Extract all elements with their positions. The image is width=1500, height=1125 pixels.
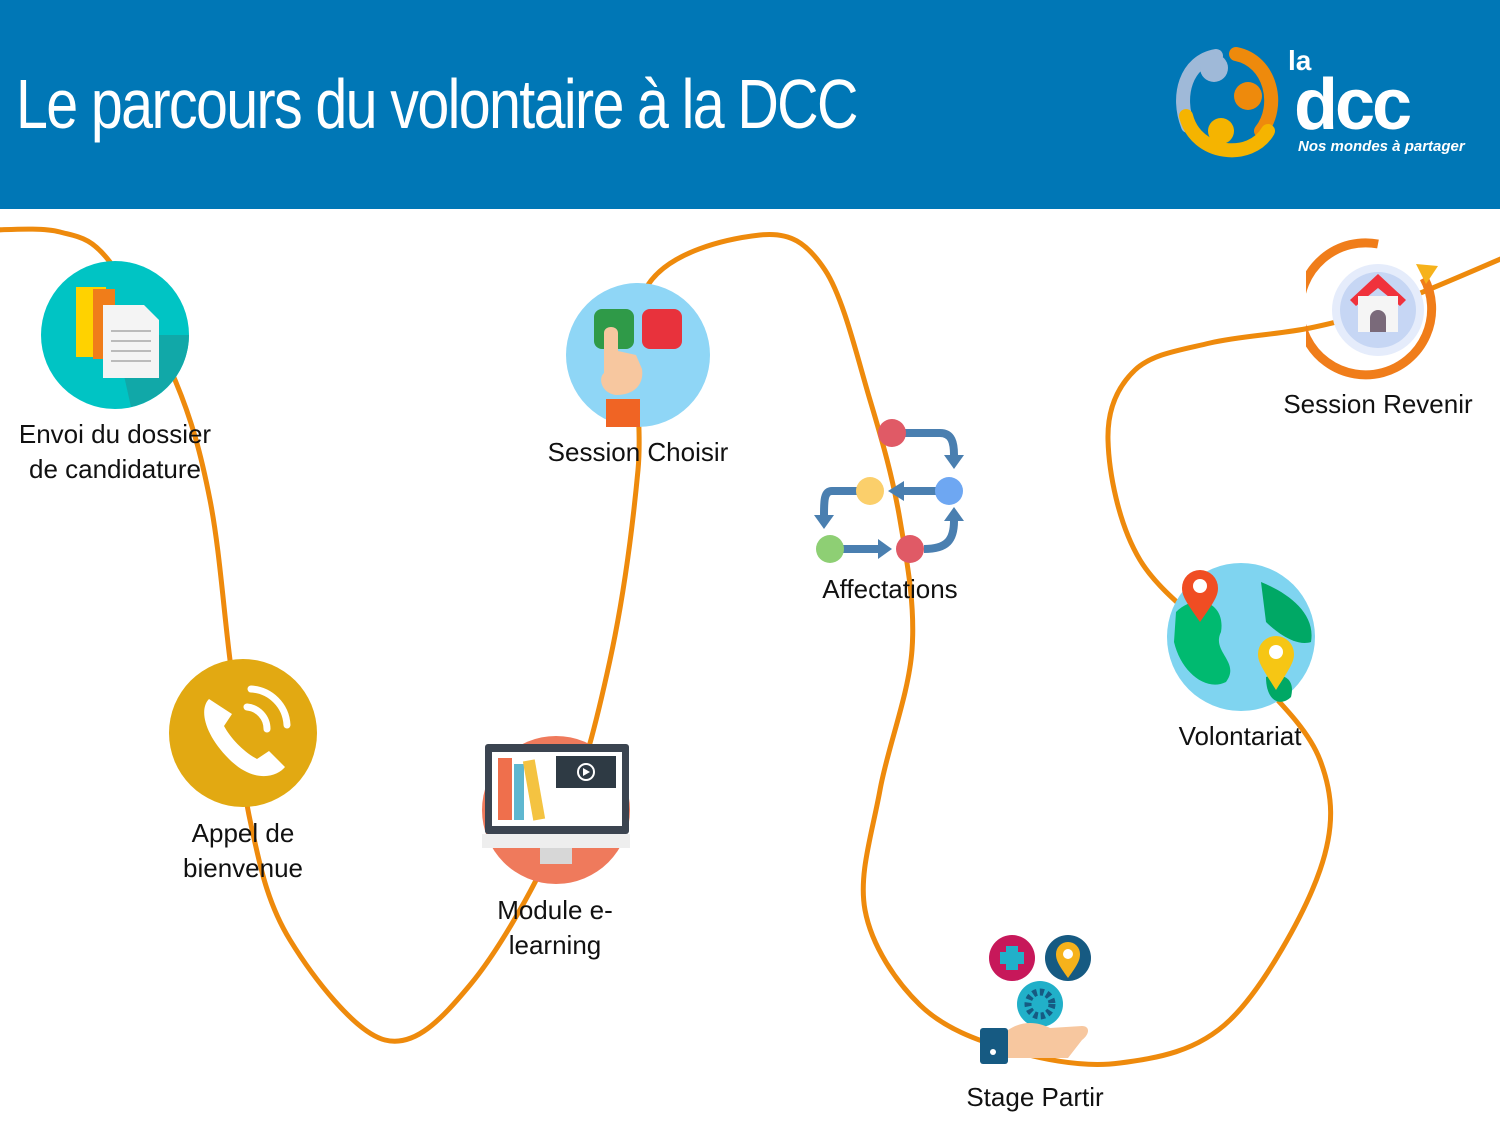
choice-buttons-icon — [566, 283, 710, 427]
step-label-session-revenir: Session Revenir — [1283, 389, 1473, 419]
people-circle-logo-icon — [1176, 47, 1279, 158]
step-label-session-choisir: Session Choisir — [547, 437, 729, 467]
dcc-logo: la dcc Nos mondes à partager — [1176, 46, 1486, 170]
monitor-icon — [482, 736, 630, 884]
logo-tagline: Nos mondes à partager — [1298, 138, 1465, 155]
phone-icon — [169, 659, 317, 807]
step-label-module-elearning: Module e-learning — [497, 895, 613, 960]
header-banner: Le parcours du volontaire à la DCC la dc… — [0, 0, 1500, 209]
page-title: Le parcours du volontaire à la DCC — [16, 65, 858, 143]
step-label-volontariat: Volontariat — [1178, 721, 1302, 751]
globe-pins-icon — [1167, 563, 1315, 711]
hand-services-icon — [980, 935, 1091, 1064]
logo-name: dcc — [1294, 65, 1412, 145]
step-label-affectations: Affectations — [822, 574, 958, 604]
logo-prefix: la — [1288, 45, 1312, 76]
home-return-icon — [1306, 238, 1438, 380]
flow-arrows-icon — [814, 419, 964, 563]
step-label-stage-partir: Stage Partir — [966, 1082, 1104, 1112]
documents-icon — [41, 261, 189, 409]
